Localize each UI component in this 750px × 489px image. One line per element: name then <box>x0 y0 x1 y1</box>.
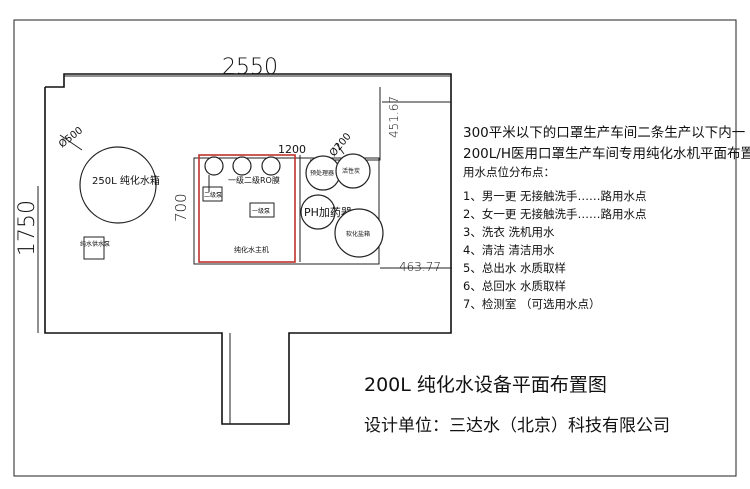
water-point-item: 7、检测室 （可选用水点） <box>463 297 600 311</box>
note-line-2: 200L/H医用口罩生产车间专用纯化水机平面布置图 <box>463 145 750 162</box>
ph-label: PH加药器 <box>304 206 352 219</box>
dim-box-width: 1200 <box>278 143 306 156</box>
tank-diameter: Ø500 <box>56 124 85 150</box>
note-line-1: 300平米以下的口罩生产车间二条生产以下内一 建议纯水机方案 <box>463 124 750 141</box>
tank-250-label: 250L 纯化水箱 <box>92 174 160 187</box>
room-outline <box>44 73 452 425</box>
dim-width: 2550 <box>222 55 278 80</box>
dim-box-height: 700 <box>172 193 190 222</box>
active-carbon-circle <box>335 153 371 189</box>
outer-frame <box>13 19 737 477</box>
inner-partition <box>310 87 381 161</box>
membrane-circle-3 <box>261 156 281 176</box>
d200-leader <box>335 142 345 155</box>
secondary-pump-box <box>202 186 223 202</box>
main-unit-frame <box>198 154 296 263</box>
primary-pump-label: 一级泵 <box>252 207 270 215</box>
pump-label: 纯水供水泵 <box>80 240 110 248</box>
tank-diameter-leader <box>59 134 83 151</box>
primary-pump-box <box>249 202 275 218</box>
membrane-circle-1 <box>204 156 224 176</box>
note-line-3: 用水点位分布点： <box>463 165 555 179</box>
water-point-item: 3、洗衣 洗机用水 <box>463 225 555 239</box>
water-point-item: 5、总出水 水质取样 <box>463 261 566 275</box>
softener-circle <box>334 208 384 258</box>
dim-height: 1750 <box>15 200 40 256</box>
dim-upper-right: 451.67 <box>387 96 401 138</box>
water-point-item: 2、女一更 无接触洗手……路用水点 <box>463 207 646 221</box>
main-unit-label: 纯化水主机 <box>234 245 269 254</box>
secondary-pump-label: 二级泵 <box>204 191 222 199</box>
active-carbon-label: 活性炭 <box>342 167 360 175</box>
ro-label: 一级二级RO膜 <box>228 175 280 185</box>
prefilter-label: 预处理器 <box>310 169 334 177</box>
pump-box <box>83 236 105 260</box>
water-point-item: 6、总回水 水质取样 <box>463 279 566 293</box>
water-point-item: 1、男一更 无接触洗手……路用水点 <box>463 189 646 203</box>
softener-label: 软化盐箱 <box>346 230 370 238</box>
water-point-item: 4、清洁 清洁用水 <box>463 243 555 257</box>
drawing-title: 200L 纯化水设备平面布置图 <box>364 374 607 396</box>
equipment-area <box>193 157 380 265</box>
company-name: 设计单位：三达水（北京）科技有限公司 <box>364 416 670 436</box>
water-point-list: 1、男一更 无接触洗手……路用水点 2、女一更 无接触洗手……路用水点 3、洗衣 洗… <box>463 189 646 311</box>
tank-250-circle <box>79 146 157 224</box>
membrane-circle-2 <box>232 156 252 176</box>
ph-circle <box>300 194 336 230</box>
dim-right-mid: 463.77 <box>399 260 441 274</box>
